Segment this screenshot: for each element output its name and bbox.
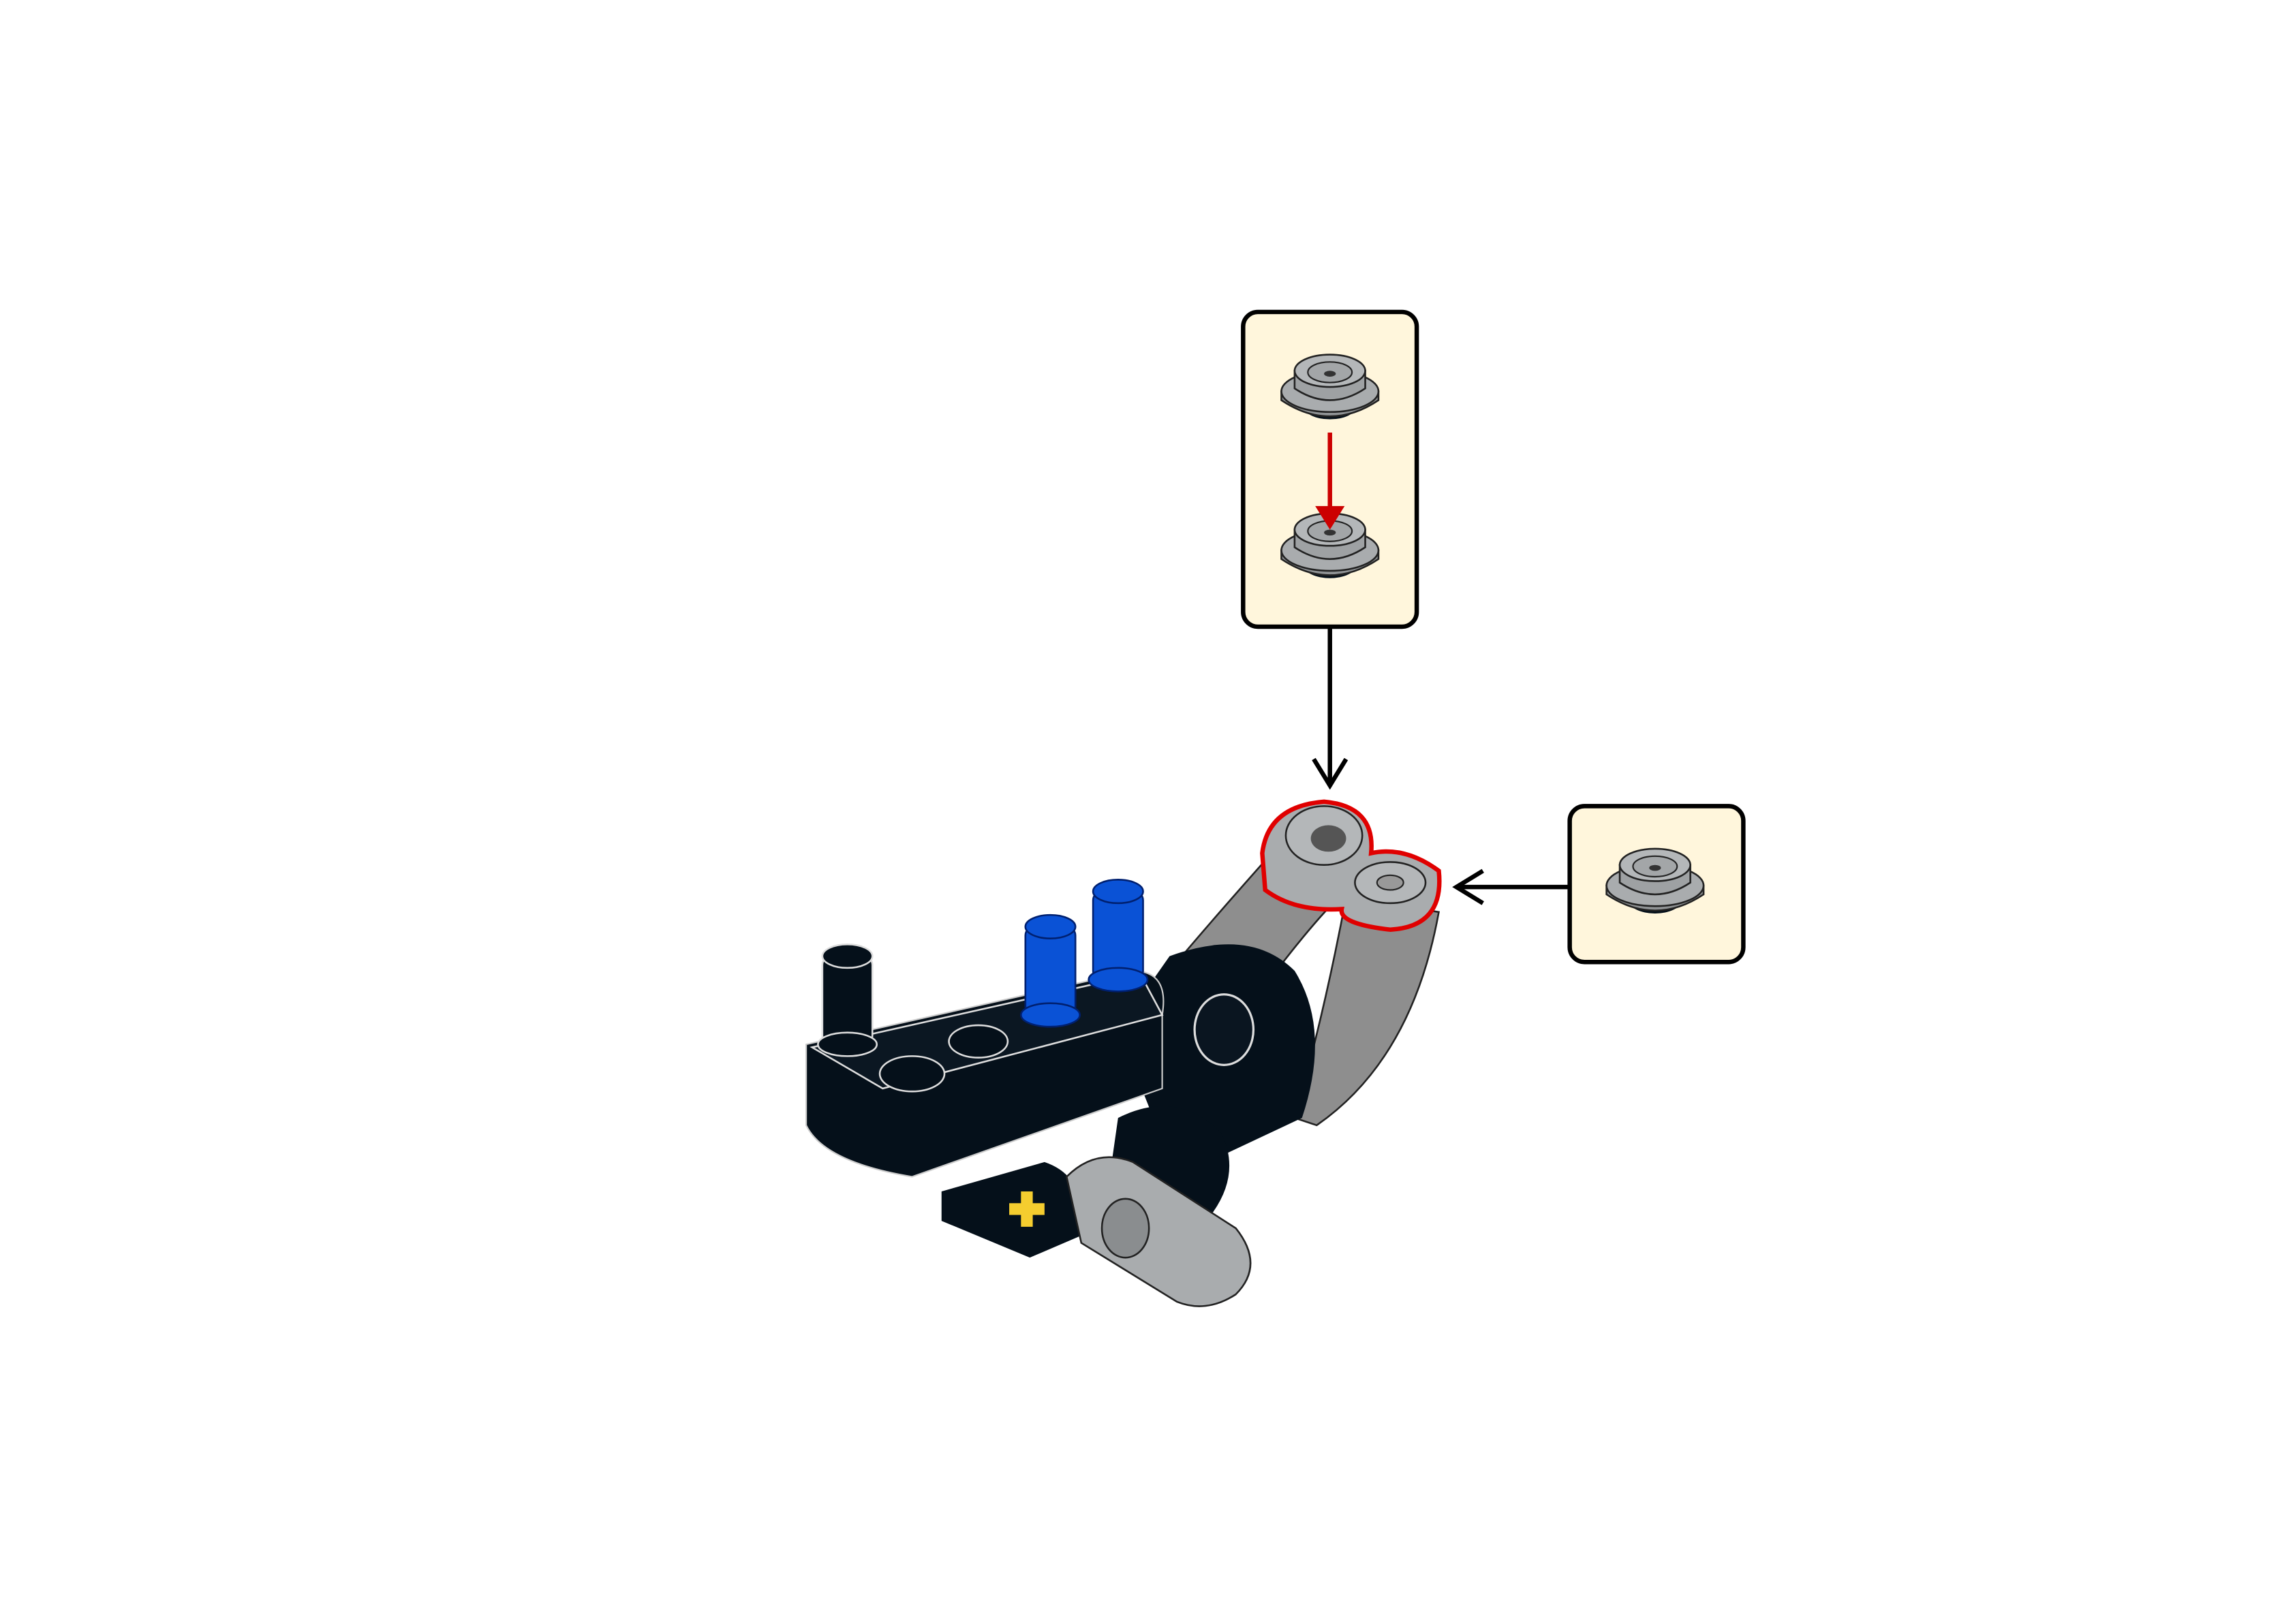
highlighted-new-parts	[1260, 799, 1442, 932]
black-pin	[817, 943, 878, 1057]
blue-pin	[1020, 914, 1081, 1028]
gray-liftarm	[1065, 1156, 1252, 1307]
blue-pin	[1088, 879, 1149, 993]
yellow-axle	[1009, 1191, 1045, 1227]
arrow-left-icon	[1452, 869, 1569, 905]
callout-single-bushing	[1567, 804, 1746, 965]
red-sub-step-arrow-icon	[1315, 432, 1345, 530]
assembled-model	[805, 799, 1442, 1307]
arrow-down-icon	[1312, 628, 1349, 790]
callout-stacked-bushings	[1241, 309, 1419, 629]
flex-hose	[1293, 896, 1440, 1127]
